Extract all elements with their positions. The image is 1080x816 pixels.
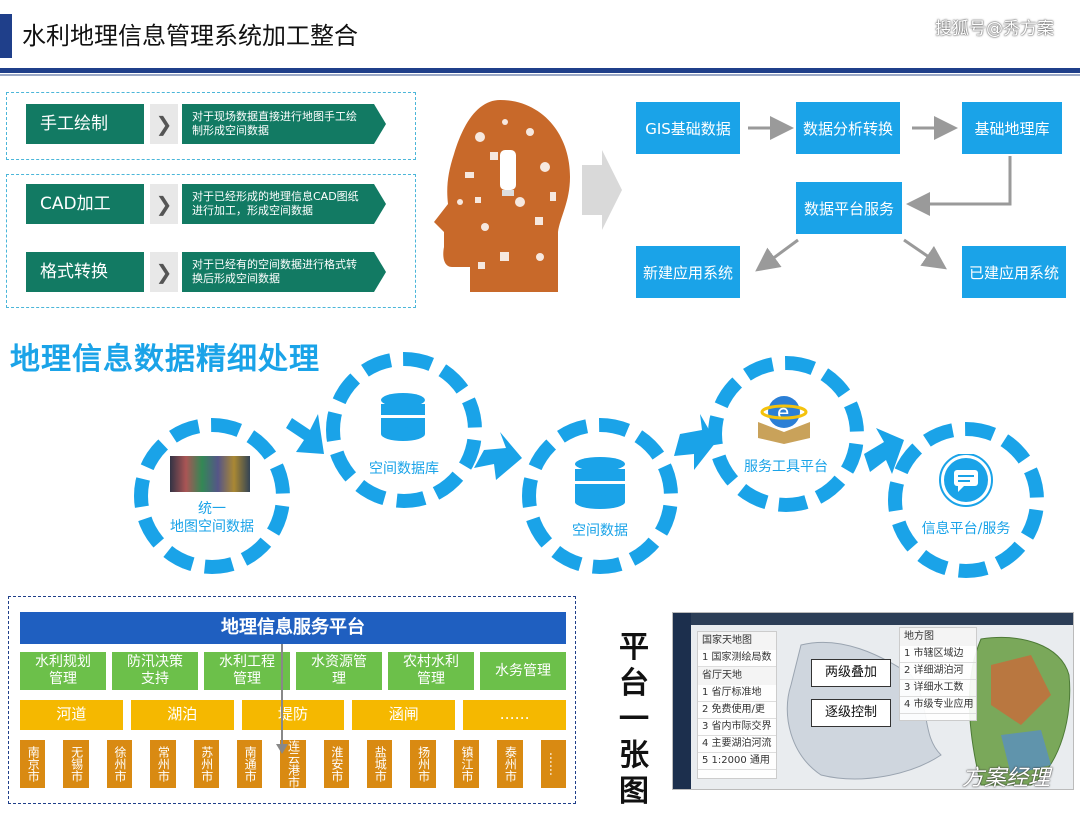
city-cell: 镇江市 bbox=[453, 740, 480, 788]
business-cell: 水务管理 bbox=[480, 652, 566, 690]
section-title: 地理信息数据精细处理 bbox=[10, 342, 320, 377]
step-arrow bbox=[286, 414, 324, 454]
city-cell: 南京市 bbox=[20, 740, 46, 788]
database-icon bbox=[381, 393, 425, 441]
panel-row: 5 1:2000 通用 bbox=[698, 753, 776, 770]
object-cell: 河道 bbox=[20, 700, 123, 730]
app-topbar bbox=[691, 613, 1073, 625]
flow-node-gis: GIS基础数据 bbox=[636, 102, 740, 154]
flow-arrow bbox=[755, 238, 799, 272]
city-cell: 淮安市 bbox=[323, 740, 350, 788]
flow-node-analysis: 数据分析转换 bbox=[796, 102, 900, 154]
panel-row: 3 省内市际交界 bbox=[698, 719, 776, 736]
panel-national-provincial: 国家天地图 1 国家测绘局数 省厅天地 1 省厅标准地 2 免费使用/更 3 省… bbox=[697, 631, 777, 779]
panel-head: 地方图 bbox=[900, 628, 976, 646]
object-cell: 堤防 bbox=[241, 700, 345, 730]
method-desc-manual: 对于现场数据直接进行地图手工绘制形成空间数据 bbox=[182, 104, 374, 144]
arrow-tip-shape bbox=[374, 252, 386, 292]
city-cell: 无锡市 bbox=[63, 740, 89, 788]
city-cell: …… bbox=[540, 740, 566, 788]
panel-row: 2 免费使用/更 bbox=[698, 702, 776, 719]
flow-arrows bbox=[748, 116, 1012, 272]
header-divider-thin bbox=[0, 74, 1080, 76]
side-title: 平台一张图 bbox=[619, 630, 649, 809]
panel-head: 省厅天地 bbox=[698, 667, 776, 685]
vertical-flow-arrow bbox=[276, 644, 288, 754]
city-cell: 徐州市 bbox=[106, 740, 133, 788]
database-icon bbox=[575, 457, 625, 509]
panel-row: 3 详细水工数 bbox=[900, 680, 976, 697]
platform-city-row: 南京市无锡市徐州市常州市苏州市南通市连云港市淮安市盐城市扬州市镇江市泰州市…… bbox=[20, 740, 566, 788]
step-label-info-platform: 信息平台/服务 bbox=[921, 521, 1011, 537]
business-cell: 水利工程 管理 bbox=[204, 652, 290, 690]
business-cell: 防汛决策 支持 bbox=[112, 652, 198, 690]
panel-local-map: 地方图 1 市辖区域边 2 详细湖泊河 3 详细水工数 4 市级专业应用 bbox=[899, 627, 977, 721]
chat-bubble-icon bbox=[939, 454, 993, 507]
business-cell: 农村水利 管理 bbox=[388, 652, 474, 690]
step-arrow bbox=[674, 414, 716, 470]
flow-node-new-app: 新建应用系统 bbox=[636, 246, 740, 298]
app-sidebar bbox=[673, 613, 691, 789]
panel-row: 2 详细湖泊河 bbox=[900, 663, 976, 680]
city-cell: 盐城市 bbox=[367, 740, 393, 788]
panel-row: 1 国家测绘局数 bbox=[698, 650, 776, 667]
big-arrow-icon bbox=[582, 150, 622, 230]
method-label-format: 格式转换 bbox=[26, 252, 144, 292]
step-label-spatial-db: 空间数据库 bbox=[369, 461, 439, 477]
step-label-unify: 统一 地图空间数据 bbox=[170, 501, 254, 535]
city-cell: 扬州市 bbox=[410, 740, 436, 788]
object-cell: 涵闸 bbox=[352, 700, 456, 730]
watermark: 搜狐号@秀方案 bbox=[935, 19, 1054, 39]
overlay-two-level-button[interactable]: 两级叠加 bbox=[811, 659, 891, 687]
object-cell: …… bbox=[463, 700, 566, 730]
panel-row: 4 主要湖泊河流 bbox=[698, 736, 776, 753]
panel-head: 国家天地图 bbox=[698, 632, 776, 650]
platform-group bbox=[8, 596, 576, 804]
stepwise-control-button[interactable]: 逐级控制 bbox=[811, 699, 891, 727]
page-title: 水利地理信息管理系统加工整合 bbox=[22, 22, 358, 50]
chevron-right-icon: ❯ bbox=[150, 184, 178, 224]
panel-row: 1 省厅标准地 bbox=[698, 685, 776, 702]
panel-row: 1 市辖区域边 bbox=[900, 646, 976, 663]
chevron-right-icon: ❯ bbox=[150, 104, 178, 144]
header-divider bbox=[0, 68, 1080, 73]
map-screenshot: 国家天地图 1 国家测绘局数 省厅天地 1 省厅标准地 2 免费使用/更 3 省… bbox=[672, 612, 1074, 790]
flow-node-existing-app: 已建应用系统 bbox=[962, 246, 1066, 298]
method-desc-cad: 对于已经形成的地理信息CAD图纸进行加工，形成空间数据 bbox=[182, 184, 374, 224]
platform-business-row: 水利规划 管理防汛决策 支持水利工程 管理水资源管 理农村水利 管理水务管理 bbox=[20, 652, 566, 690]
object-cell: 湖泊 bbox=[130, 700, 234, 730]
flow-node-service: 数据平台服务 bbox=[796, 182, 902, 234]
city-cell: 泰州市 bbox=[497, 740, 523, 788]
flow-node-base-db: 基础地理库 bbox=[962, 102, 1062, 154]
flow-arrow bbox=[906, 156, 1012, 216]
city-cell: 常州市 bbox=[150, 740, 176, 788]
platform-title: 地理信息服务平台 bbox=[20, 612, 566, 644]
footer-watermark: 方案经理 bbox=[961, 766, 1050, 791]
header-accent-bar bbox=[0, 14, 12, 58]
city-cell: 苏州市 bbox=[193, 740, 219, 788]
map-thumbnails-icon bbox=[170, 456, 250, 492]
city-cell: 南通市 bbox=[236, 740, 263, 788]
step-arrow bbox=[864, 428, 904, 474]
arrow-tip-shape bbox=[374, 184, 386, 224]
method-label-manual: 手工绘制 bbox=[26, 104, 144, 144]
step-arrow bbox=[474, 432, 522, 480]
method-label-cad: CAD加工 bbox=[26, 184, 144, 224]
method-desc-format: 对于已经有的空间数据进行格式转换后形成空间数据 bbox=[182, 252, 374, 292]
browser-book-icon: e bbox=[758, 396, 810, 444]
step-label-service-tools: 服务工具平台 bbox=[744, 459, 828, 475]
arrow-tip-shape bbox=[374, 104, 386, 144]
flow-arrow bbox=[903, 238, 947, 270]
head-icon bbox=[434, 100, 570, 292]
business-cell: 水资源管 理 bbox=[296, 652, 382, 690]
step-label-spatial-data: 空间数据 bbox=[572, 523, 628, 539]
step-arrows bbox=[286, 414, 904, 480]
business-cell: 水利规划 管理 bbox=[20, 652, 106, 690]
panel-row: 4 市级专业应用 bbox=[900, 697, 976, 714]
chevron-right-icon: ❯ bbox=[150, 252, 178, 292]
platform-object-row: 河道湖泊堤防涵闸…… bbox=[20, 700, 566, 732]
